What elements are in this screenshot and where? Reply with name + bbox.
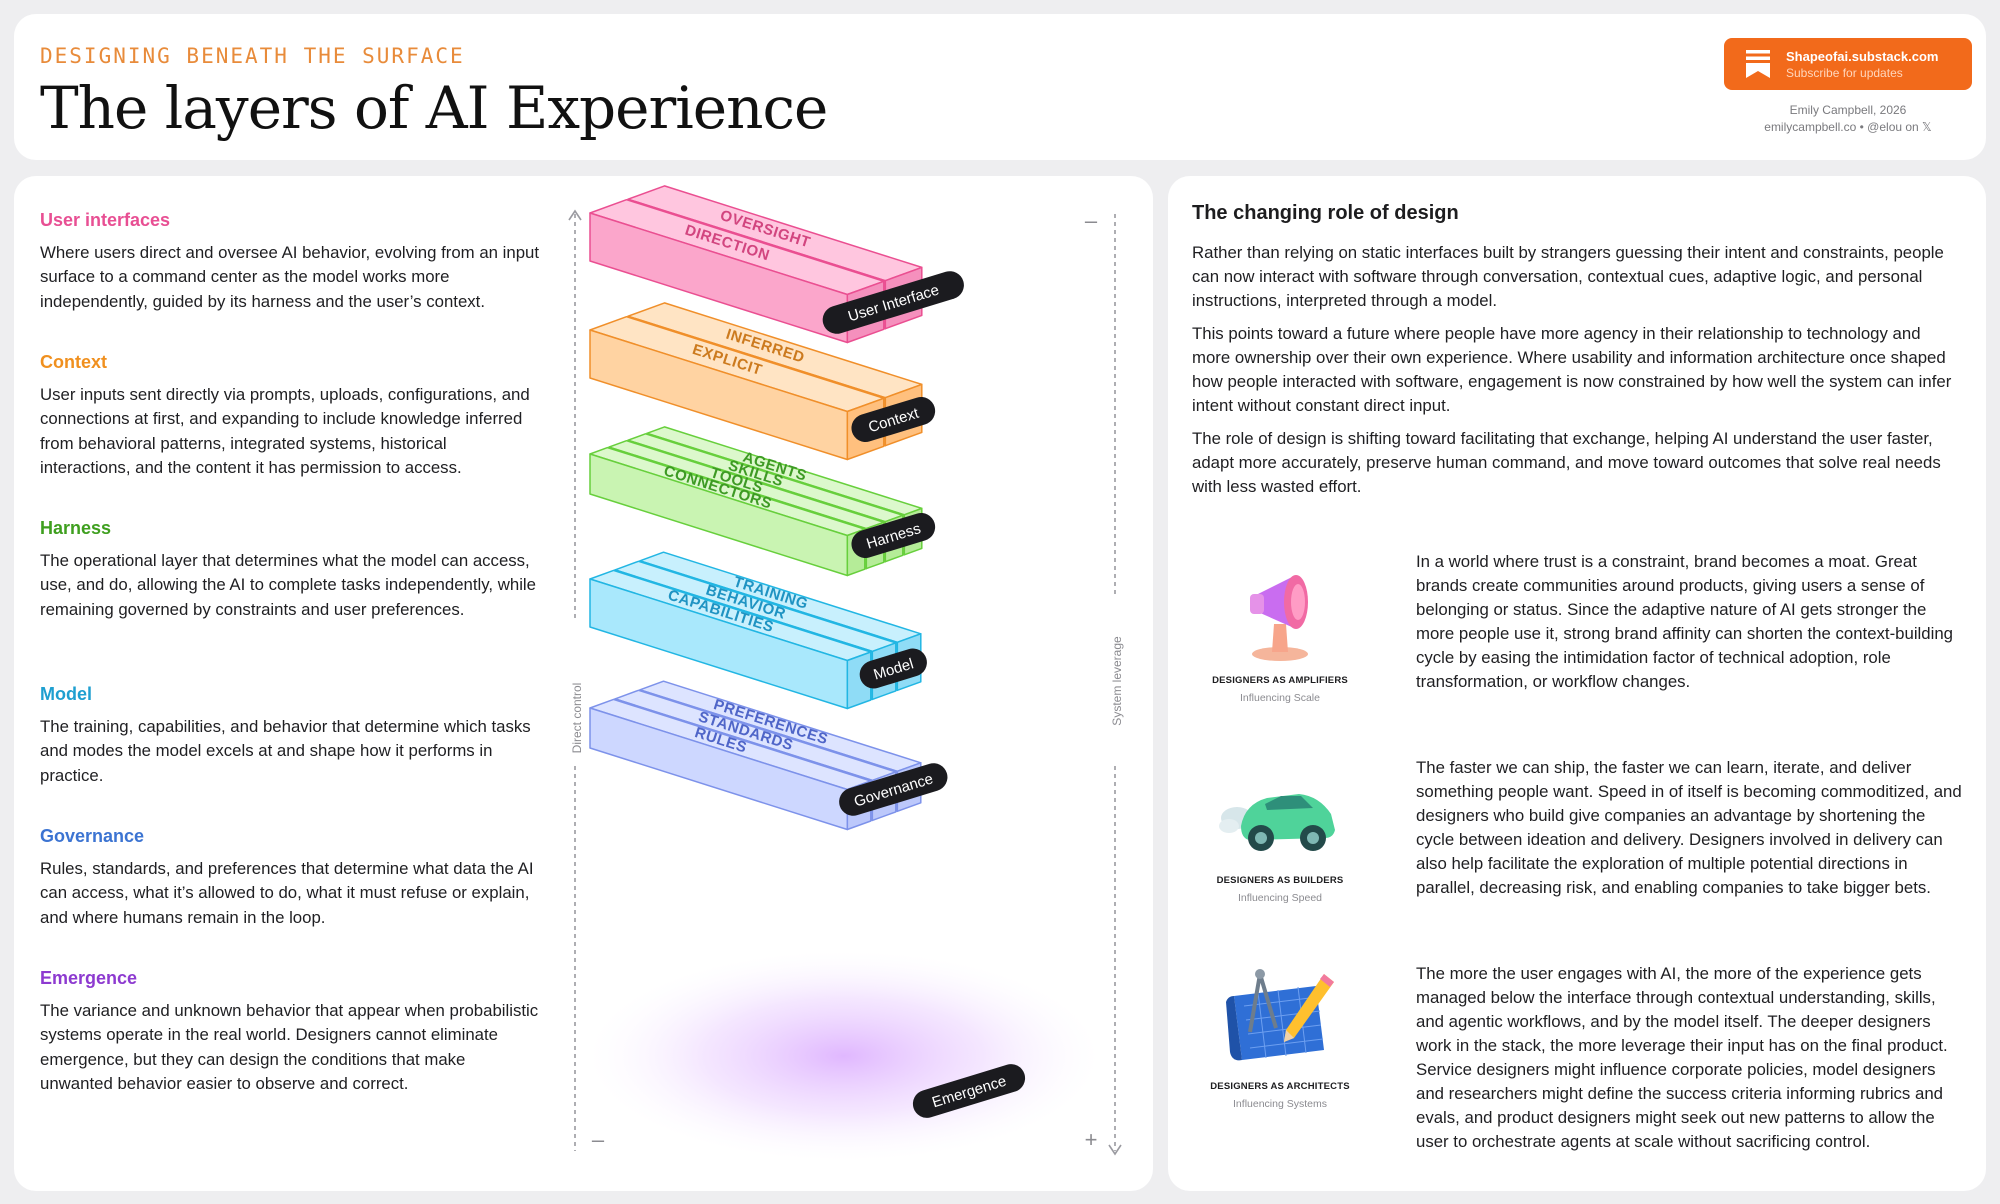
blueprint-icon [1226, 969, 1334, 1061]
credit-author: Emily Campbell, 2026 [1789, 103, 1907, 117]
layer-desc-governance: Governance Rules, standards, and prefere… [40, 826, 540, 930]
layer-desc-harness: Harness The operational layer that deter… [40, 518, 540, 622]
badge-pill [822, 271, 964, 334]
layer-badge: Model [859, 648, 927, 689]
header-card: DESIGNING BENEATH THE SURFACE The layers… [14, 14, 1986, 160]
role-architects: DESIGNERS AS ARCHITECTS Influencing Syst… [1192, 966, 1368, 1110]
right-axis-minus: – [1085, 208, 1098, 233]
right-axis-label: System leverage [1110, 636, 1124, 726]
badge-pill [859, 648, 927, 689]
bar-front-face [589, 707, 849, 831]
role-text-architects: The more the user engages with AI, the m… [1416, 964, 1948, 1151]
credit-links[interactable]: emilycampbell.co • @elou on 𝕏 [1764, 120, 1932, 134]
right-axis-plus: + [1085, 1127, 1098, 1152]
bar-front-face [589, 453, 849, 577]
layer-desc-user-interfaces: User interfaces Where users direct and o… [40, 210, 540, 314]
page-title: The layers of AI Experience [40, 74, 828, 142]
bar-front-face [589, 212, 849, 344]
role-subtitle: Influencing Systems [1233, 1098, 1327, 1110]
subscribe-subtitle: Subscribe for updates [1786, 66, 1903, 80]
paragraph-2: This points toward a future where people… [1192, 324, 1952, 415]
bar-front-face [589, 329, 849, 461]
role-name: DESIGNERS AS ARCHITECTS [1210, 1081, 1350, 1092]
left-axis-label: Direct control [570, 683, 584, 754]
changing-role-card: The changing role of design Rather than … [1168, 176, 1986, 1191]
arrow-down-icon [1108, 1144, 1122, 1156]
bar-front-face [589, 578, 849, 710]
layer-text: The training, capabilities, and behavior… [40, 717, 531, 785]
paragraph-1: Rather than relying on static interfaces… [1192, 243, 1944, 310]
eyebrow: DESIGNING BENEATH THE SURFACE [40, 44, 465, 68]
role-amplifiers: DESIGNERS AS AMPLIFIERS Influencing Scal… [1192, 554, 1368, 704]
layer-stack-diagram: Direct control + – System leverage – + O… [568, 185, 1124, 1161]
layers-card: User interfaces Where users direct and o… [14, 176, 1153, 1191]
role-text-amplifiers: In a world where trust is a constraint, … [1416, 552, 1954, 691]
layer-bar: CONNECTORS [589, 446, 866, 577]
layer-title: Harness [40, 518, 112, 538]
layer-desc-emergence: Emergence The variance and unknown behav… [40, 968, 540, 1096]
role-subtitle: Influencing Scale [1240, 692, 1320, 704]
layer-desc-context: Context User inputs sent directly via pr… [40, 352, 540, 480]
layer-desc-model: Model The training, capabilities, and be… [40, 684, 540, 788]
badge-pill [839, 763, 948, 816]
layer-text: Where users direct and oversee AI behavi… [40, 243, 540, 311]
race-car-icon [1219, 794, 1335, 851]
layer-text: The variance and unknown behavior that a… [40, 1001, 539, 1093]
layer-bar: EXPLICIT [589, 315, 885, 461]
layer-text: User inputs sent directly via prompts, u… [40, 385, 530, 477]
layer-title: Emergence [40, 968, 138, 988]
right-axis: System leverage – + [1085, 208, 1124, 1156]
subscribe-url: Shapeofai.substack.com [1786, 49, 1939, 64]
badge-pill [851, 512, 936, 559]
section-heading: The changing role of design [1192, 202, 1459, 224]
credit: Emily Campbell, 2026 emilycampbell.co • … [1724, 102, 1972, 136]
megaphone-icon [1250, 575, 1308, 661]
layer-title: Model [40, 684, 92, 704]
role-subtitle: Influencing Speed [1237, 892, 1323, 904]
bookmark-icon [1746, 50, 1770, 78]
subscribe-button[interactable]: Shapeofai.substack.com Subscribe for upd… [1724, 38, 1972, 90]
role-name: DESIGNERS AS BUILDERS [1216, 875, 1344, 886]
role-name: DESIGNERS AS AMPLIFIERS [1212, 675, 1348, 686]
paragraph-3: The role of design is shifting toward fa… [1192, 429, 1941, 496]
emergence-glow [589, 951, 1099, 1161]
layer-title: Context [40, 352, 107, 372]
layer-text: The operational layer that determines wh… [40, 551, 536, 619]
left-axis-minus: – [592, 1127, 605, 1152]
arrow-up-icon [568, 209, 582, 221]
layer-title: Governance [40, 826, 145, 846]
role-builders: DESIGNERS AS BUILDERS Influencing Speed [1192, 764, 1368, 904]
layer-text: Rules, standards, and preferences that d… [40, 859, 534, 927]
layer-title: User interfaces [40, 210, 171, 230]
role-text-builders: The faster we can ship, the faster we ca… [1416, 758, 1962, 897]
badge-pill [851, 396, 936, 443]
layer-bar: DIRECTION [589, 198, 885, 344]
